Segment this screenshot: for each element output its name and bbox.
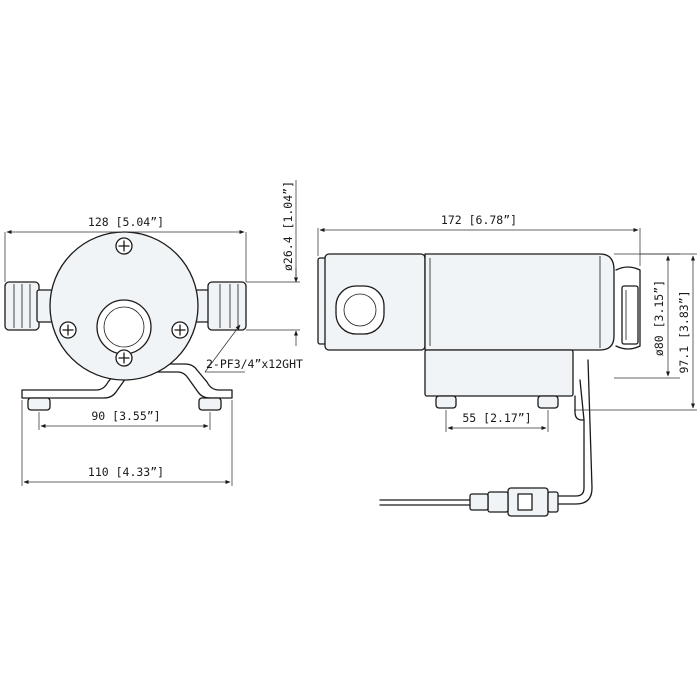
front-view: 128 [5.04”] ø26.4 [1.04”] 2-PF3/4”x12GHT… [4,180,303,486]
motor-end-clip [615,266,641,350]
dimension-overall-height: 97.1 [3.83”] [574,253,697,411]
motor-housing [424,253,615,351]
dimension-port-diameter: ø26.4 [1.04”] [246,180,300,346]
label-thread-note: 2-PF3/4”x12GHT [206,357,303,371]
label-port-diameter: ø26.4 [1.04”] [281,181,295,271]
label-overall-height: 97.1 [3.83”] [677,290,691,373]
screw-icon [115,349,133,367]
center-port [96,299,152,355]
label-foot-spacing-side: 55 [2.17”] [462,411,531,425]
label-width-front: 128 [5.04”] [88,215,164,229]
screw-icon [115,237,133,255]
dimension-base-width: 110 [4.33”] [21,400,233,486]
wire-connector [379,487,559,517]
dimension-foot-spacing-side: 55 [2.17”] [445,410,549,432]
thread-note: 2-PF3/4”x12GHT [204,324,303,373]
side-foot-left [435,395,457,409]
left-port-fitting [4,281,54,331]
side-foot-right [537,395,559,409]
power-cable [555,359,593,505]
screw-icon [59,321,77,339]
label-motor-diameter: ø80 [3.15”] [652,280,666,356]
side-port [335,285,385,335]
dimension-width-front: 128 [5.04”] [4,215,247,282]
side-base-plate [424,349,574,397]
label-length-side: 172 [6.78”] [441,213,517,227]
dimension-length-side: 172 [6.78”] [317,213,641,266]
dimension-hole-spacing: 90 [3.55”] [38,409,211,430]
label-base-width: 110 [4.33”] [88,465,164,479]
side-view: 172 [6.78”] ø80 [3.15”] 97.1 [3.83”] 55 … [317,213,697,517]
screw-icon [171,321,189,339]
label-hole-spacing: 90 [3.55”] [91,409,160,423]
right-port-fitting [194,281,247,331]
